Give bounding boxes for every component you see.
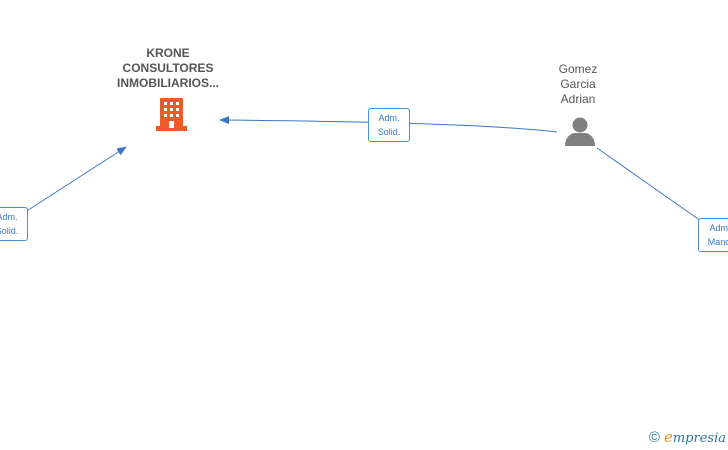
person-icon[interactable]	[565, 117, 595, 147]
brand-logo: empresia	[663, 428, 726, 446]
edge-left-to-company	[21, 146, 127, 215]
person-name-label[interactable]: Gomez Garcia Adrian	[558, 62, 598, 106]
edge-label-adm-solid[interactable]: Adm. Solid.	[368, 108, 410, 142]
company-name-label[interactable]: KRONE CONSULTORES INMOBILIARIOS...	[117, 46, 219, 90]
edge-person-to-company	[219, 116, 558, 133]
building-icon[interactable]	[156, 98, 187, 131]
empresia-watermark: © empresia	[649, 428, 726, 446]
edge-label-left-adm-solid[interactable]: Adm. Solid.	[0, 207, 28, 241]
edge-label-right-adm-manc[interactable]: Adm. Manc.	[698, 218, 728, 252]
copyright-icon: ©	[648, 428, 660, 446]
